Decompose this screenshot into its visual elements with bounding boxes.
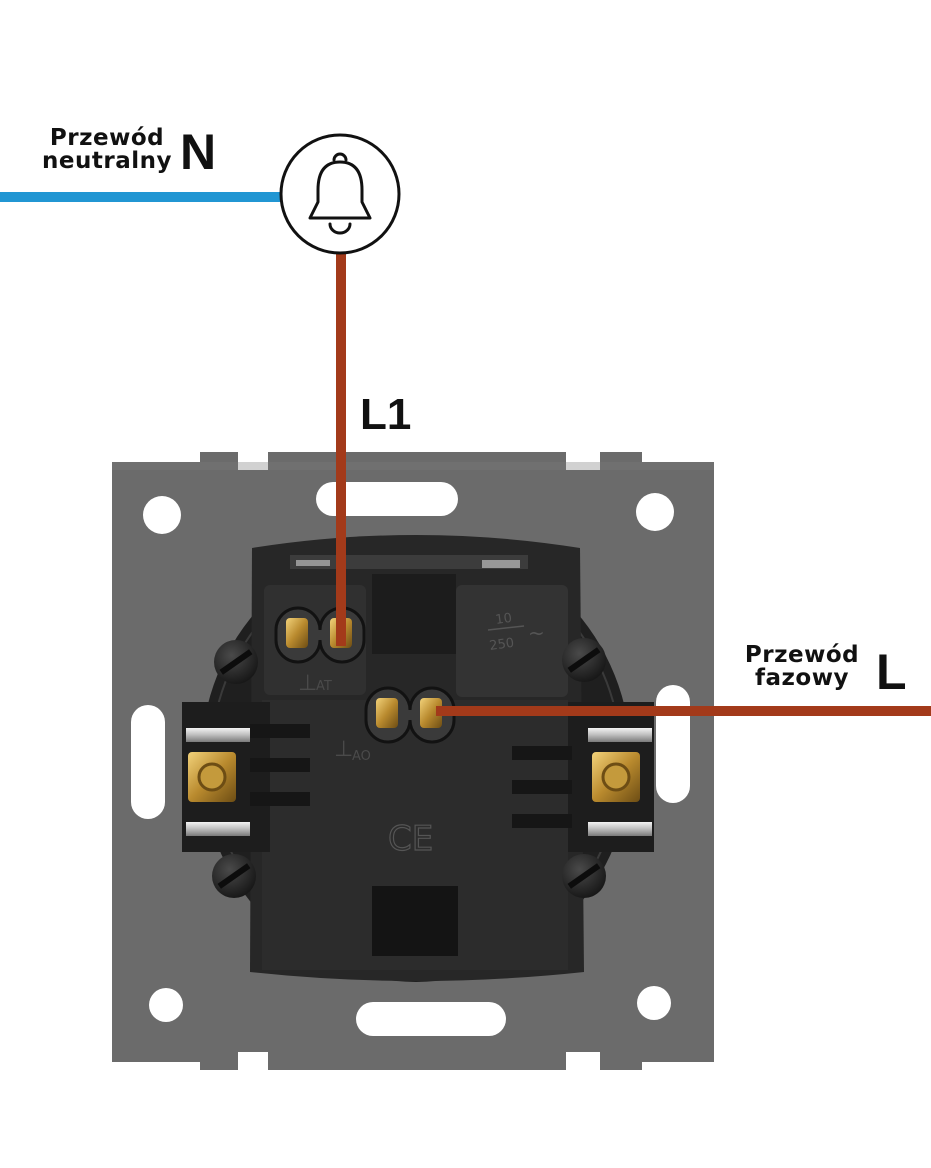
mount-slot-top bbox=[316, 482, 458, 516]
left-clamp bbox=[182, 702, 310, 852]
bell-icon bbox=[308, 152, 372, 235]
neutral-label-line1: Przewód bbox=[49, 125, 165, 151]
terminal-at-mark: AT bbox=[316, 679, 332, 694]
phase-wire-label: Przewód fazowy bbox=[738, 644, 866, 690]
svg-text:⊥: ⊥ bbox=[334, 737, 353, 762]
ac-symbol: ~ bbox=[528, 621, 545, 645]
rating-marks: 10 250 ~ CE bbox=[387, 611, 545, 860]
body-screws bbox=[212, 638, 606, 898]
neutral-wire-label: Przewód neutralny bbox=[32, 127, 182, 173]
mount-slot-bottom bbox=[356, 1002, 506, 1036]
phase-letter: L bbox=[876, 644, 907, 700]
l1-label: L1 bbox=[360, 390, 412, 439]
bell-symbol bbox=[279, 133, 401, 255]
rating-top: 10 bbox=[494, 611, 512, 628]
mount-hole-top-right bbox=[636, 493, 674, 531]
mount-hole-bottom-right bbox=[637, 986, 671, 1020]
mount-hole-bottom-left bbox=[149, 988, 183, 1022]
rating-bottom: 250 bbox=[488, 636, 515, 654]
right-clamp bbox=[512, 702, 654, 852]
phase-label-line2: fazowy bbox=[755, 665, 849, 691]
mount-hole-top-left bbox=[143, 496, 181, 534]
terminal-ao-mark: AO bbox=[352, 749, 371, 764]
mount-slot-right bbox=[656, 685, 690, 803]
neutral-label-line2: neutralny bbox=[42, 148, 172, 174]
svg-text:⊥: ⊥ bbox=[298, 671, 317, 696]
phase-label-line1: Przewód bbox=[744, 642, 860, 668]
neutral-letter: N bbox=[180, 124, 217, 180]
ce-mark: CE bbox=[388, 819, 433, 859]
terminal-ao: ⊥ AO bbox=[334, 686, 456, 764]
mount-slot-left bbox=[131, 705, 165, 819]
